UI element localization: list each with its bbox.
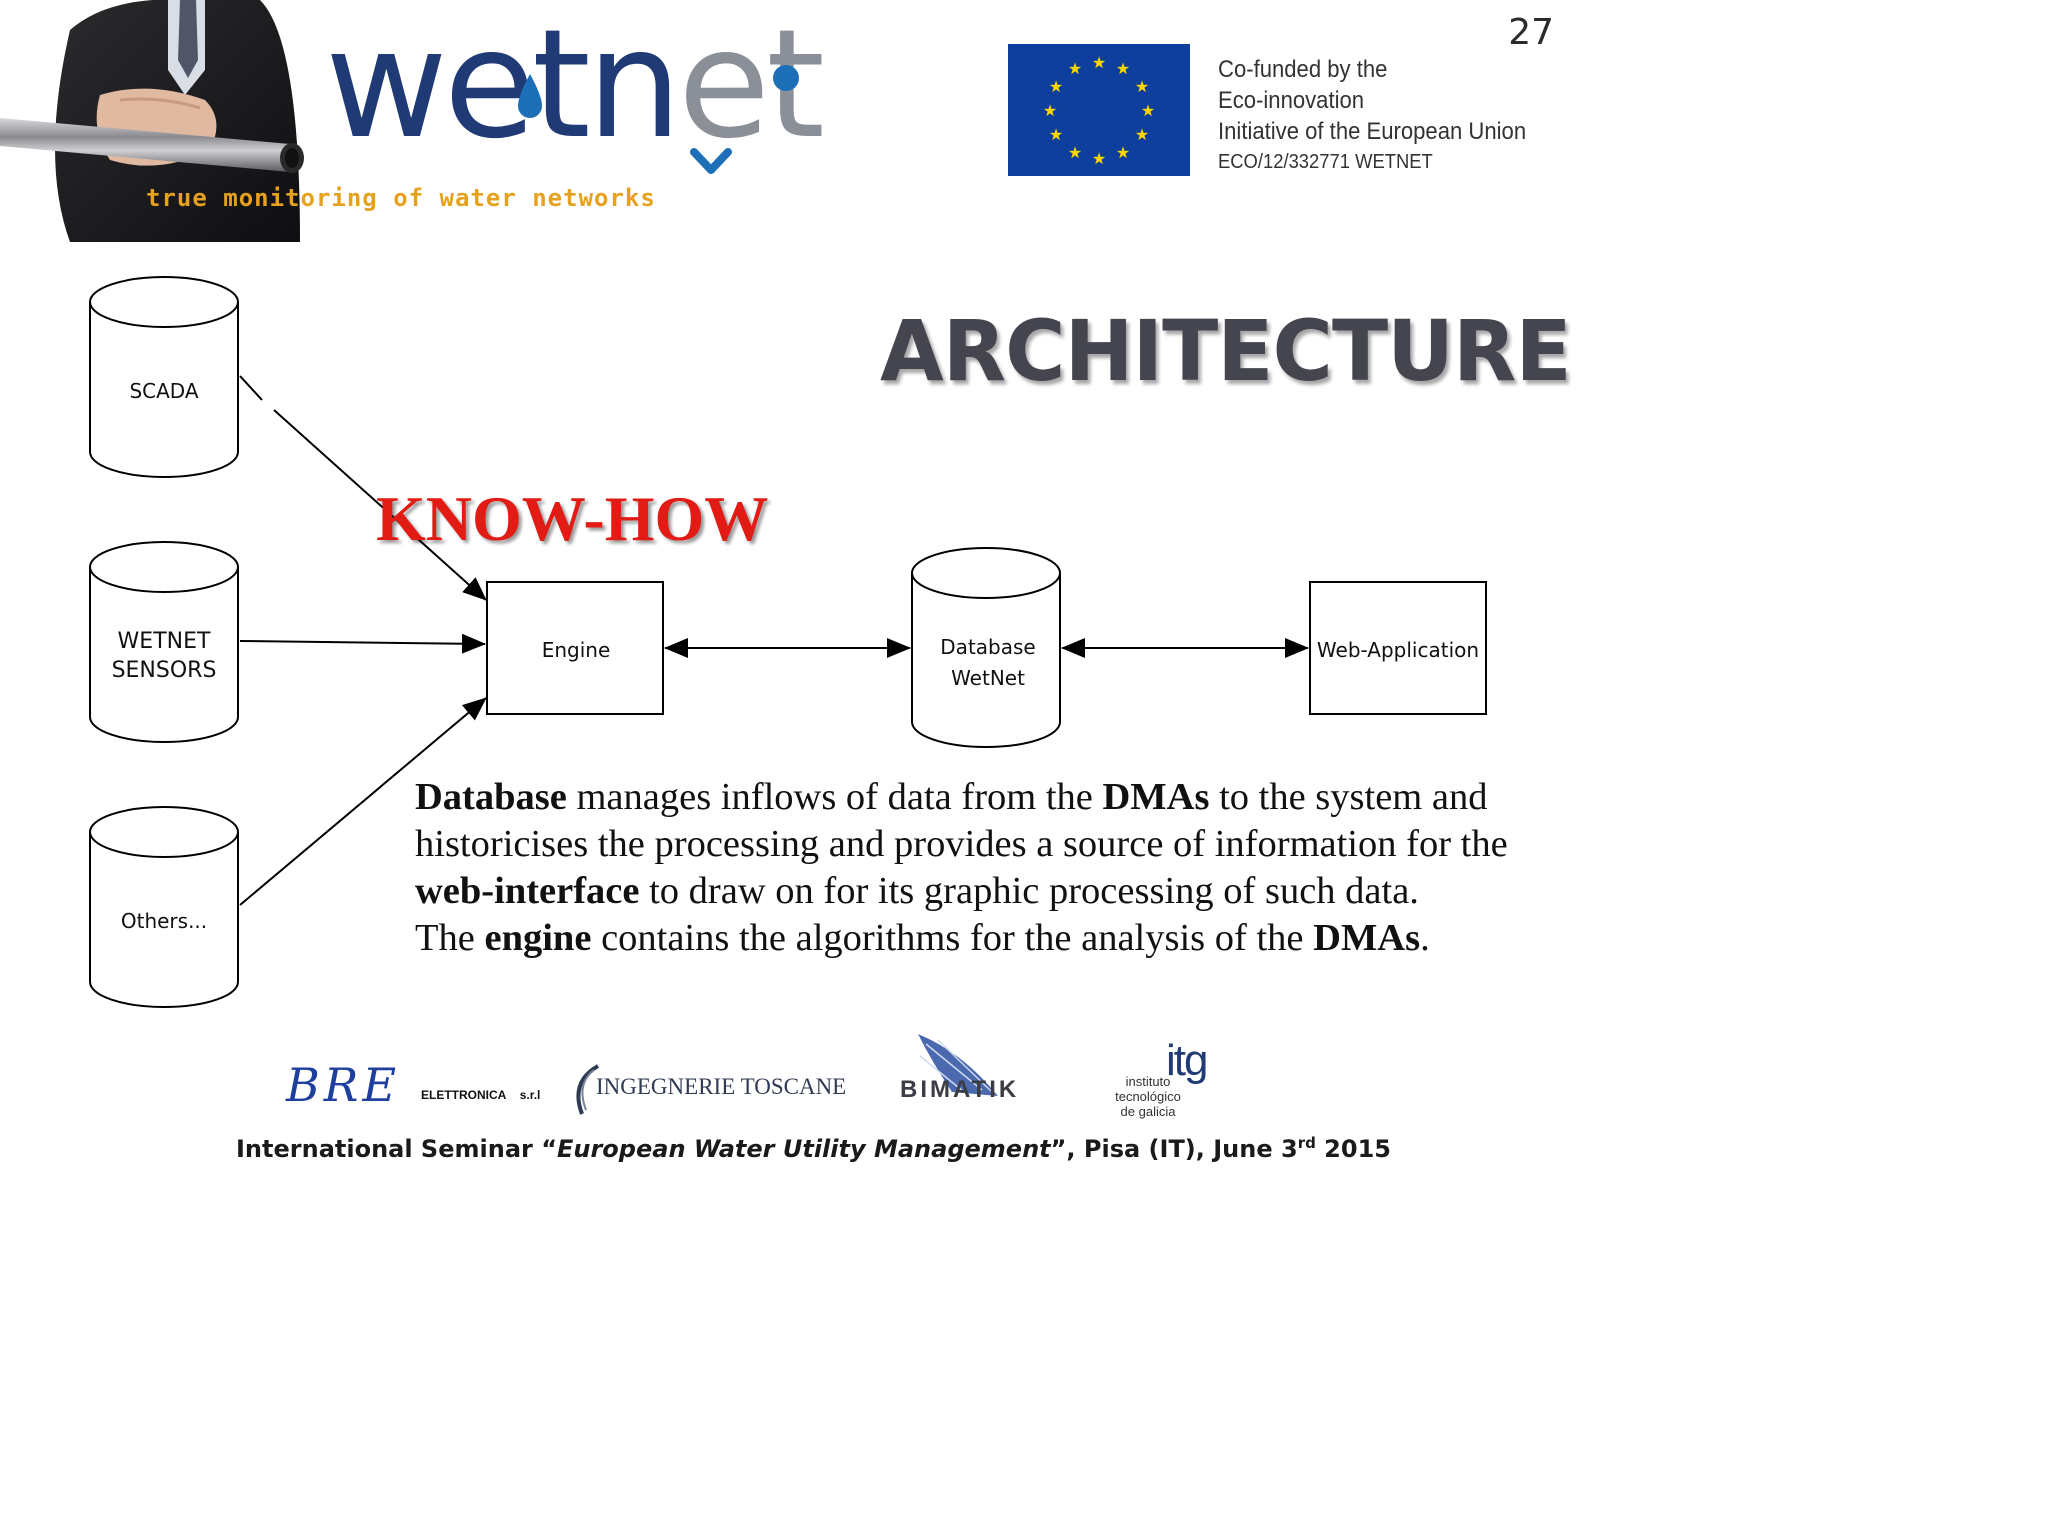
description-paragraph-2: The engine contains the algorithms for t… <box>415 917 1430 959</box>
web-application-box <box>1309 581 1487 715</box>
funding-line-3: Initiative of the European Union <box>1218 118 1527 145</box>
ingegnerie-swoosh-icon <box>576 1064 600 1115</box>
eu-flag-icon: ★ ★ ★ ★ ★ ★ ★ ★ ★ ★ ★ ★ <box>1008 44 1190 176</box>
wetnet-sensors-label-line2: SENSORS <box>112 658 217 683</box>
funding-statement: Co-funded by the Eco-innovation Initiati… <box>1218 54 1553 177</box>
funding-line-2: Eco-innovation <box>1218 87 1365 114</box>
logo-dot-icon <box>773 65 799 91</box>
water-drop-icon <box>518 74 542 118</box>
svg-text:★: ★ <box>1135 77 1149 96</box>
wetnet-sensors-label-line1: WETNET <box>118 629 211 654</box>
svg-text:★: ★ <box>1116 143 1130 162</box>
svg-text:★: ★ <box>1092 149 1106 168</box>
logo-we: we <box>325 0 536 172</box>
header-photo <box>0 0 304 242</box>
slide-title: ARCHITECTURE <box>880 302 1572 400</box>
sensors-to-engine-arrow <box>239 633 486 654</box>
svg-text:★: ★ <box>1049 77 1063 96</box>
svg-text:★: ★ <box>1043 101 1057 120</box>
engine-label: Engine <box>542 638 611 662</box>
database-label-line1: Database <box>940 635 1035 659</box>
others-cylinder <box>89 806 239 1008</box>
funding-line-4: ECO/12/332771 WETNET <box>1218 151 1433 173</box>
term-engine: engine <box>484 917 592 959</box>
svg-text:★: ★ <box>1068 59 1082 78</box>
wetnet-sensors-cylinder <box>89 541 239 743</box>
page-number: 27 <box>1508 12 1554 53</box>
logo-tagline: true monitoring of water networks <box>146 184 656 212</box>
svg-text:★: ★ <box>1068 143 1082 162</box>
others-label: Others... <box>121 909 207 933</box>
know-how-label: KNOW-HOW <box>376 483 769 554</box>
bre-logo: BRE <box>286 1058 401 1112</box>
svg-text:★: ★ <box>1092 53 1106 72</box>
svg-text:★: ★ <box>1049 125 1063 144</box>
term-web-interface: web-interface <box>415 870 640 912</box>
database-label-line2: WetNet <box>951 666 1025 690</box>
engine-box <box>486 581 664 715</box>
chevron-down-icon <box>690 148 732 174</box>
bre-subtitle: ELETTRONICA s.r.l <box>421 1088 541 1102</box>
svg-text:★: ★ <box>1116 59 1130 78</box>
scada-to-engine-arrow <box>273 409 487 601</box>
others-to-engine-arrow <box>239 697 487 906</box>
logo-t: t <box>531 0 591 172</box>
term-database: Database <box>415 776 567 818</box>
funding-line-1: Co-funded by the <box>1218 56 1388 83</box>
description: Database manages inflows of data from th… <box>415 774 1525 962</box>
footer: International Seminar “European Water Ut… <box>236 1134 1391 1163</box>
ingegnerie-toscane-logo: INGEGNERIE TOSCANE <box>596 1074 847 1099</box>
bimatik-logo: BIMATIK <box>900 1076 1020 1103</box>
scada-label: SCADA <box>129 379 198 403</box>
scada-cylinder <box>89 276 239 478</box>
term-dmas: DMAs <box>1102 776 1210 818</box>
svg-text:★: ★ <box>1141 101 1155 120</box>
database-cylinder <box>911 547 1061 748</box>
scada-arrow-stub <box>239 375 263 401</box>
web-application-label: Web-Application <box>1317 638 1479 662</box>
logo-n: n <box>586 0 682 172</box>
term-dmas-2: DMAs <box>1313 917 1421 959</box>
architecture-diagram: SCADA WETNET SENSORS Others... Engine Da… <box>89 276 1487 1008</box>
itg-mark: itg <box>1166 1036 1209 1085</box>
svg-text:★: ★ <box>1135 125 1149 144</box>
itg-logo-text: instituto tecnológico de galicia <box>1115 1074 1181 1119</box>
description-paragraph-1: Database manages inflows of data from th… <box>415 776 1508 912</box>
logo-e: e <box>677 0 770 172</box>
bimatik-wing-icon <box>918 1034 998 1096</box>
